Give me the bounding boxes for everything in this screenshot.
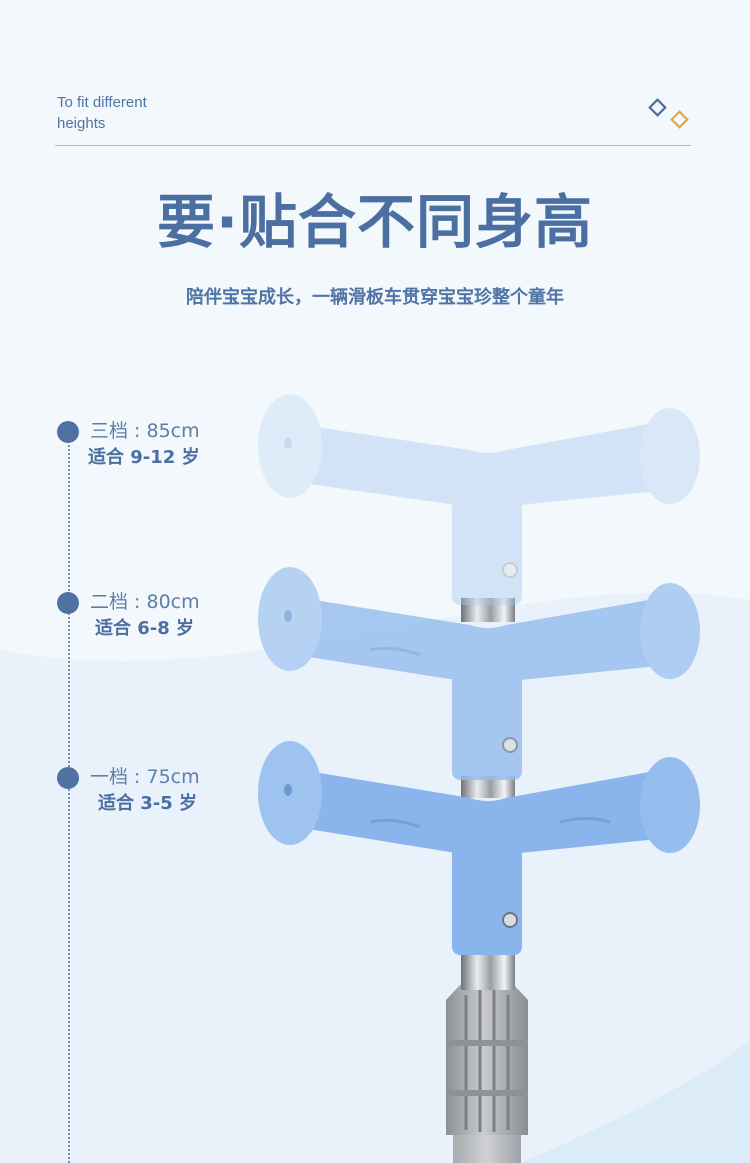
subtitle-line-2: heights <box>57 115 106 132</box>
level-age: 适合 6-8 岁 <box>95 618 195 639</box>
height-clamp <box>446 980 528 1135</box>
page-title: 要·贴合不同身高 <box>156 188 594 256</box>
page-tagline: 陪伴宝宝成长，一辆滑板车贯穿宝宝珍整个童年 <box>186 287 564 308</box>
steel-tube <box>461 598 515 622</box>
level-dot <box>57 421 79 443</box>
level-age: 适合 3-5 岁 <box>98 793 198 814</box>
level-age: 适合 9-12 岁 <box>88 447 200 468</box>
diamond-outline-icon <box>670 110 689 129</box>
diamond-outline-icon <box>648 98 667 117</box>
english-subtitle: To fit different heights <box>57 92 197 134</box>
handlebar-level-3 <box>258 394 700 605</box>
header-divider <box>55 145 691 146</box>
height-timeline <box>68 432 70 1163</box>
level-name: 二档 : 80cm <box>90 591 200 613</box>
level-name: 一档 : 75cm <box>90 766 200 788</box>
handlebar-level-1 <box>258 741 700 955</box>
level-name: 三档 : 85cm <box>90 420 200 442</box>
decor-diamonds <box>648 98 689 129</box>
scooter-handlebar-illustration <box>258 394 700 1163</box>
level-dot <box>57 767 79 789</box>
level-dot <box>57 592 79 614</box>
handlebar-level-2 <box>258 567 700 780</box>
subtitle-line-1: To fit different <box>57 94 147 111</box>
steel-tube <box>461 776 515 798</box>
